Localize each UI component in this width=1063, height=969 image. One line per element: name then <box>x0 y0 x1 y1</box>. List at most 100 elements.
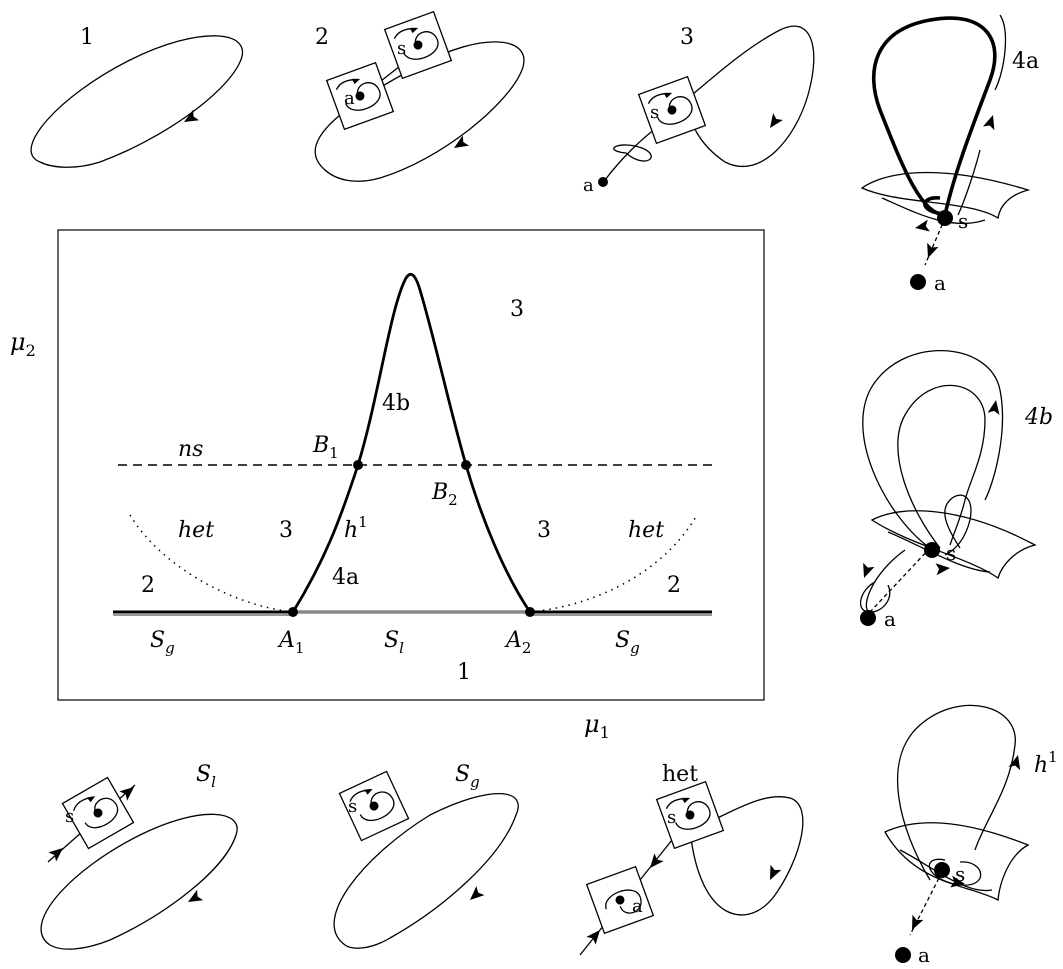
manifold-surface <box>884 822 1030 902</box>
phase-panel-Sg: Sg s <box>333 762 519 949</box>
saddle-box-a <box>585 865 655 935</box>
point-A2 <box>525 607 535 617</box>
curve-h1 <box>291 272 532 613</box>
orbit-inner <box>897 384 986 549</box>
manifold-surface-contour <box>887 531 991 573</box>
orbit-direction-arrow <box>764 864 782 883</box>
orbit-nearby-2 <box>957 149 981 216</box>
orbit-loop <box>944 494 972 556</box>
saddle-box-a <box>326 62 394 130</box>
label-Sl: Sl <box>384 628 404 657</box>
phase-panel-1: 1 <box>30 25 243 168</box>
flow-arrow <box>922 242 939 261</box>
panel-3-label: 3 <box>680 25 694 50</box>
region-3-left: 3 <box>279 518 293 543</box>
x-axis-label: μ1 <box>584 710 610 742</box>
region-3-right: 3 <box>537 518 551 543</box>
region-1: 1 <box>457 660 471 685</box>
orbit-direction-arrow <box>982 113 999 131</box>
region-2-left: 2 <box>141 573 155 598</box>
marker-s: s <box>65 806 74 827</box>
marker-s: s <box>955 862 965 886</box>
phase-panel-4b: 4b s a <box>858 350 1053 631</box>
label-B1: B1 <box>312 433 339 462</box>
orbit-outer <box>862 350 1004 549</box>
marker-a: a <box>632 896 643 917</box>
panel-h1-label: h1 <box>1034 748 1058 778</box>
marker-a: a <box>583 175 594 196</box>
panel-1-label: 1 <box>80 25 94 50</box>
orbit-direction-arrow <box>450 135 470 154</box>
region-3-top: 3 <box>510 297 524 322</box>
label-B2: B2 <box>431 480 458 509</box>
region-2-right: 2 <box>667 573 681 598</box>
y-axis-label: μ2 <box>10 328 36 360</box>
label-A2: A2 <box>504 628 531 657</box>
marker-s: s <box>667 807 676 828</box>
panel-2-label: 2 <box>315 25 329 50</box>
curve-het-right <box>529 514 698 613</box>
label-Sg-left: Sg <box>150 628 175 657</box>
marker-s: s <box>650 102 659 123</box>
panel-4a-label: 4a <box>1012 49 1039 74</box>
label-het-left: het <box>178 518 214 543</box>
orbit-direction-arrow <box>465 886 485 905</box>
region-4b: 4b <box>382 391 410 416</box>
equilibrium-a <box>860 610 876 626</box>
phase-panel-Sl: Sl s <box>40 762 238 950</box>
region-4a: 4a <box>332 565 359 590</box>
orbit-nearby <box>994 14 1007 91</box>
manifold-surface-contour <box>899 849 993 892</box>
label-Sg-right: Sg <box>615 628 640 657</box>
phase-panel-3: 3 a s <box>583 25 815 196</box>
point-A1 <box>288 607 298 617</box>
periodic-orbit <box>685 25 815 168</box>
orbit-direction-arrow <box>987 398 1002 415</box>
orbit-direction-arrow <box>765 113 783 132</box>
flow-arrow <box>586 926 605 945</box>
flow-arrow <box>906 914 924 933</box>
flow-arrow <box>858 562 875 581</box>
panel-4b-label: 4b <box>1024 405 1053 430</box>
point-B1 <box>353 460 363 470</box>
label-ns: ns <box>178 437 203 462</box>
phase-panel-het: het s a <box>579 762 804 956</box>
marker-a: a <box>918 943 930 967</box>
unstable-manifold <box>604 124 661 181</box>
phase-panel-2: 2 s a <box>314 11 525 182</box>
saddle-s <box>937 210 953 226</box>
saddle-box-s <box>384 11 452 79</box>
periodic-orbit <box>689 796 804 916</box>
saddle-s <box>934 862 950 878</box>
equilibrium-a <box>895 947 911 963</box>
homoclinic-orbit <box>897 704 1016 881</box>
periodic-orbit <box>333 792 519 949</box>
parameter-plane: μ2 μ1 3 4b 3 3 4a 2 2 1 ns het het h1 <box>10 229 765 742</box>
periodic-orbit <box>40 813 238 950</box>
label-A1: A1 <box>277 628 304 657</box>
point-B2 <box>461 460 471 470</box>
marker-s: s <box>958 209 968 233</box>
label-het-right: het <box>628 518 664 543</box>
marker-a: a <box>344 88 355 109</box>
panel-het-label: het <box>662 762 698 787</box>
panel-Sg-label: Sg <box>455 762 480 791</box>
marker-s: s <box>348 796 357 817</box>
flow-arrow <box>913 219 930 234</box>
diagram-frame <box>57 229 765 701</box>
marker-s: s <box>397 38 406 59</box>
marker-s: s <box>946 541 956 565</box>
marker-a: a <box>884 607 896 631</box>
equilibrium-a <box>910 274 926 290</box>
phase-panel-4a: 4a s a <box>860 14 1039 295</box>
equilibrium-a <box>598 177 608 187</box>
label-h1: h1 <box>344 513 368 543</box>
homoclinic-orbit-thick <box>871 16 997 217</box>
saddle-s <box>924 542 940 558</box>
twist-loop <box>613 144 652 162</box>
stable-manifold-dashed <box>869 547 931 613</box>
manifold-surface-contour <box>881 197 986 225</box>
marker-a: a <box>934 271 946 295</box>
panel-Sl-label: Sl <box>196 762 216 791</box>
